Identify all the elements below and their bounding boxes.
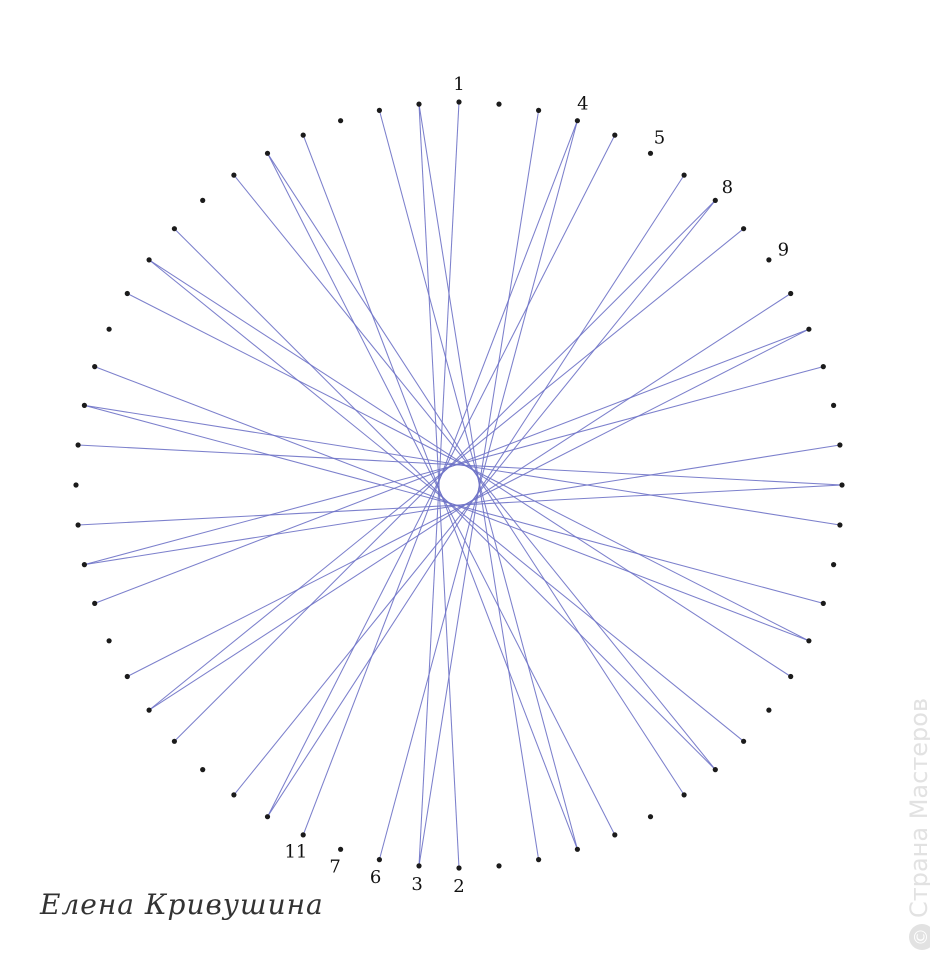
circle-point: [456, 865, 462, 871]
circle-point: [338, 846, 344, 852]
circle-point: [200, 197, 206, 203]
circle-point: [837, 522, 843, 528]
circle-point: [788, 290, 794, 297]
copyright-icon: ©: [909, 924, 930, 950]
circle-point: [820, 364, 826, 370]
circle-point: [712, 197, 718, 203]
circle-point: [681, 792, 687, 798]
circle-point: [574, 846, 581, 852]
circle-point: [92, 600, 98, 607]
circle-point: [75, 522, 81, 528]
thread-line: [174, 200, 716, 742]
circle-point: [456, 99, 462, 105]
circle-point: [376, 857, 382, 863]
circle-point: [831, 562, 837, 568]
author-signature: Елена Кривушина: [40, 888, 324, 921]
watermark-text: Страна Мастеров: [905, 697, 930, 918]
point-number-label: 9: [778, 239, 789, 260]
circle-point: [106, 638, 112, 644]
thread-line: [94, 366, 810, 642]
circle-point: [200, 767, 206, 773]
circle-point: [146, 707, 152, 713]
circle-point: [612, 132, 618, 138]
point-number-label: 6: [370, 867, 381, 888]
circle-point: [839, 482, 845, 488]
circle-point: [612, 832, 618, 838]
circle-point: [171, 226, 177, 232]
circle-point: [106, 326, 112, 332]
circle-point: [536, 107, 542, 113]
thread-line: [302, 120, 578, 836]
circle-point: [92, 364, 98, 370]
circle-point: [81, 402, 87, 408]
circle-point: [574, 118, 581, 124]
circle-point: [124, 290, 130, 297]
circle-point: [231, 172, 237, 178]
circle-point: [496, 101, 502, 107]
circle-point: [264, 814, 271, 820]
circle-point: [300, 132, 306, 138]
point-number-label: 5: [654, 128, 665, 149]
thread-line: [127, 293, 810, 642]
circle-point: [741, 226, 747, 232]
thread-line: [78, 444, 843, 486]
circle-point: [837, 442, 843, 448]
circle-point: [416, 101, 422, 107]
circle-point: [124, 673, 130, 680]
circle-point: [806, 326, 812, 332]
circle-point: [536, 857, 542, 863]
circle-point: [741, 738, 747, 744]
circle-point: [806, 638, 812, 644]
circle-point: [681, 172, 687, 178]
watermark: © Страна Мастеров: [905, 698, 930, 950]
thread-line: [127, 328, 810, 677]
thread-line: [174, 228, 716, 770]
circle-point: [788, 673, 794, 680]
thread-line: [302, 134, 578, 850]
circle-point: [146, 257, 152, 263]
circle-point: [712, 767, 718, 773]
circle-point: [231, 792, 237, 798]
point-number-label: 2: [453, 876, 464, 897]
point-number-label: 3: [411, 874, 422, 895]
thread-line: [378, 110, 578, 850]
circle-point: [647, 150, 654, 156]
thread-line: [233, 174, 716, 770]
thread-lines: [78, 101, 843, 869]
thread-line: [418, 104, 460, 869]
point-number-label: 4: [577, 94, 588, 115]
thread-line: [78, 484, 843, 526]
circle-point: [766, 707, 772, 713]
circle-point: [338, 118, 344, 124]
circle-point: [73, 482, 79, 488]
thread-line: [233, 200, 716, 796]
point-number-label: 11: [284, 841, 307, 862]
circle-point: [831, 402, 837, 408]
circle-point: [376, 107, 382, 113]
circle-point: [766, 257, 772, 263]
circle-point: [647, 814, 654, 820]
thread-line: [378, 120, 578, 860]
circle-points: [73, 99, 845, 871]
point-number-label: 7: [329, 856, 340, 877]
circle-point: [81, 562, 87, 568]
point-number-label: 1: [453, 74, 464, 95]
circle-point: [820, 600, 826, 607]
circle-point: [496, 863, 502, 869]
circle-point: [75, 442, 81, 448]
point-number-label: 8: [722, 177, 733, 198]
circle-point: [264, 150, 271, 156]
thread-line: [94, 328, 810, 604]
circle-point: [171, 738, 177, 744]
point-number-labels: 1 4 5 8 9 2 3 6 7 11: [284, 74, 789, 897]
circle-point: [300, 832, 306, 838]
circle-point: [416, 863, 422, 869]
